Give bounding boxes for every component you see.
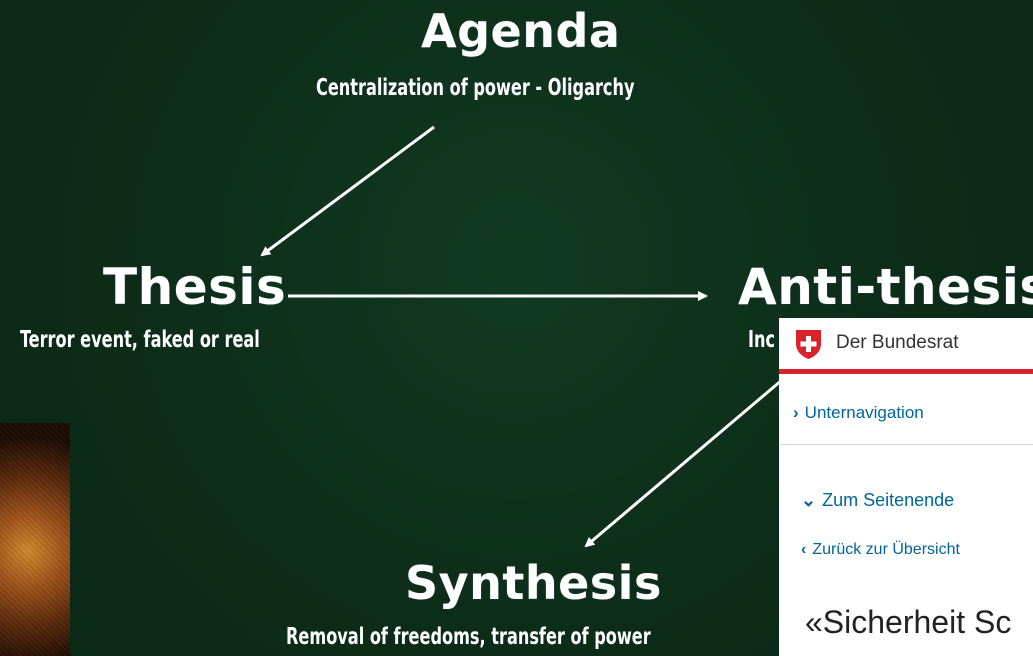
synthesis-subtitle: Removal of freedoms, transfer of power <box>286 624 651 650</box>
page-end-link[interactable]: ⌄Zum Seitenende <box>801 490 954 511</box>
thesis-subtitle: Terror event, faked or real <box>20 327 260 353</box>
agenda-title: Agenda <box>421 4 621 58</box>
org-name[interactable]: Der Bundesrat <box>836 332 959 353</box>
antithesis-subtitle: Inc <box>748 327 776 353</box>
subnav-label: Unternavigation <box>804 403 924 422</box>
thesis-title: Thesis <box>103 258 287 316</box>
synthesis-title: Synthesis <box>405 556 662 610</box>
arrow-agenda-to-thesis <box>260 125 435 257</box>
back-label: Zurück zur Übersicht <box>812 541 960 558</box>
subnav-bar: › Unternavigation <box>779 374 1033 445</box>
chevron-right-icon: › <box>793 403 799 422</box>
back-to-overview-link[interactable]: ‹ Zurück zur Übersicht <box>801 541 960 559</box>
chevron-down-icon: ⌄ <box>801 490 817 510</box>
arrow-antithesis-to-synthesis <box>584 378 783 548</box>
swiss-shield-icon <box>796 330 821 359</box>
bundesrat-panel: Der Bundesrat › Unternavigation ⌄Zum Seit… <box>779 318 1033 656</box>
agenda-subtitle: Centralization of power - Oligarchy <box>316 75 635 101</box>
subnav-toggle-link[interactable]: › Unternavigation <box>793 403 924 423</box>
page-end-label: Zum Seitenende <box>822 490 955 510</box>
panel-header: Der Bundesrat <box>779 318 1033 374</box>
chevron-left-icon: ‹ <box>801 541 807 558</box>
fire-artwork-image <box>0 423 70 656</box>
antithesis-title: Anti-thesis <box>738 258 1033 316</box>
page-headline: «Sicherheit Sc <box>805 604 1012 640</box>
